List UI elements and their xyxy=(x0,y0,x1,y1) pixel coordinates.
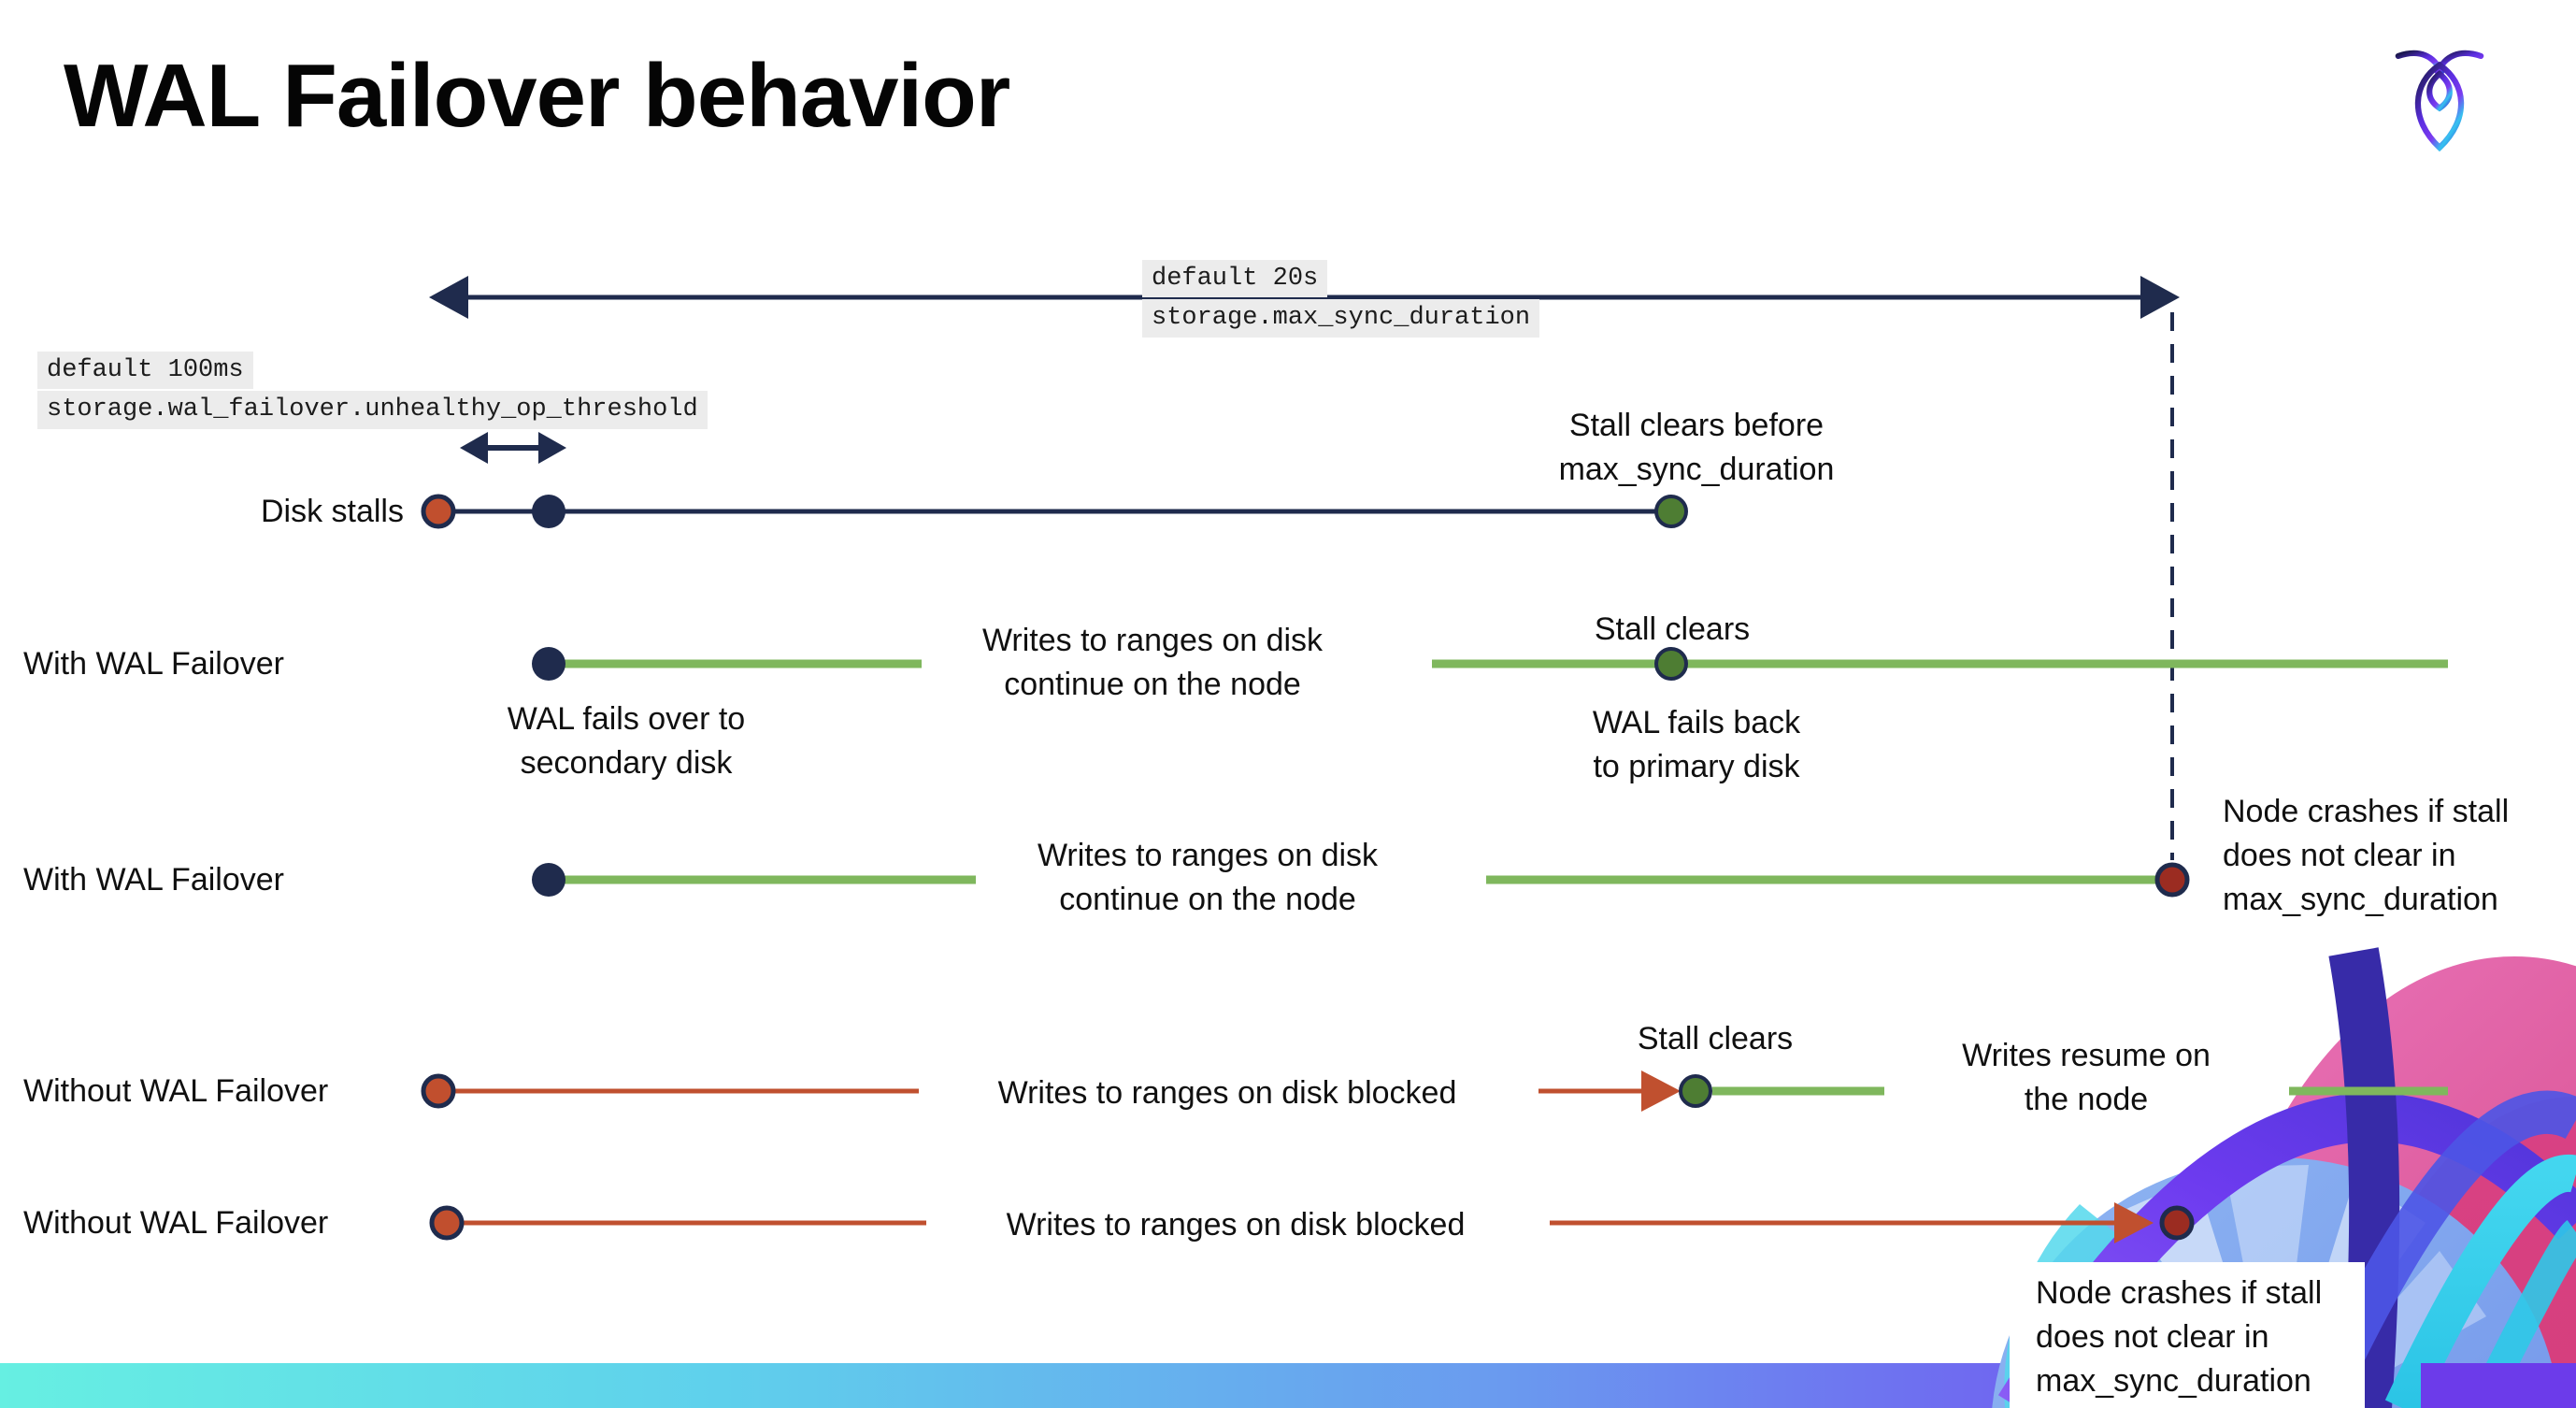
writes-continue-label-1: Writes to ranges on disk continue on the… xyxy=(981,623,1324,702)
row-label-with-wal-failover-1: With WAL Failover xyxy=(23,646,284,682)
stall-clears-label-1: Stall clears xyxy=(1594,611,1751,647)
logo-body xyxy=(2414,61,2465,152)
writes-blocked-label-2: Writes to ranges on disk blocked xyxy=(1006,1207,1466,1243)
failover1-stall-clear-dot xyxy=(1654,647,1688,681)
disk-stall-clear-dot xyxy=(1654,495,1688,528)
max-sync-arrow-right-head xyxy=(2140,276,2180,319)
node-crash-label-2: Node crashes if stall does not clear in … xyxy=(2036,1275,2323,1399)
node-crash-label-1: Node crashes if stall does not clear in … xyxy=(2223,794,2510,917)
row-label-without-wal-failover-2: Without WAL Failover xyxy=(23,1205,329,1241)
art-cyan-arch xyxy=(2384,1154,2576,1408)
nofailover2-arrow-head xyxy=(2114,1202,2154,1243)
stall-clears-before-label: Stall clears before max_sync_duration xyxy=(1558,408,1835,487)
logo-inner-leaf xyxy=(2426,70,2453,112)
threshold-default-label-wrap: default 100ms storage.wal_failover.unhea… xyxy=(37,352,708,429)
failover2-start-dot xyxy=(532,863,565,897)
writes-resume-label: Writes resume on the node xyxy=(1962,1038,2211,1117)
disk-stall-threshold-dot xyxy=(532,495,565,528)
failover1-start-dot xyxy=(532,647,565,681)
nofailover1-arrow-head xyxy=(1641,1070,1681,1112)
nofailover1-stall-clear-dot xyxy=(1679,1074,1712,1108)
threshold-default-label: default 100ms xyxy=(37,352,253,390)
max-sync-default-label-wrap: default 20s storage.max_sync_duration xyxy=(1142,260,1540,338)
nofailover2-crash-dot xyxy=(2159,1205,2195,1241)
disk-stall-start-dot xyxy=(421,494,456,529)
threshold-setting-name: storage.wal_failover.unhealthy_op_thresh… xyxy=(37,391,708,429)
max-sync-arrow-left-head xyxy=(429,276,468,319)
stall-clears-label-2: Stall clears xyxy=(1637,1021,1794,1056)
max-sync-setting-name: storage.max_sync_duration xyxy=(1142,299,1540,338)
row-label-without-wal-failover-1: Without WAL Failover xyxy=(23,1073,329,1109)
art-bar-overlay xyxy=(2421,1363,2576,1408)
wal-fails-over-label: WAL fails over to secondary disk xyxy=(507,701,746,781)
page-title: WAL Failover behavior xyxy=(64,46,1010,146)
crash-label-box: Node crashes if stall does not clear in … xyxy=(2010,1262,2365,1408)
threshold-arrow-right-head xyxy=(538,432,566,464)
nofailover2-start-dot xyxy=(429,1205,465,1241)
art-indigo-stem xyxy=(2328,947,2400,1408)
writes-blocked-label-1: Writes to ranges on disk blocked xyxy=(997,1075,1457,1111)
threshold-arrow-left-head xyxy=(460,432,488,464)
row-label-disk-stalls: Disk stalls xyxy=(260,494,404,529)
writes-continue-label-2: Writes to ranges on disk continue on the… xyxy=(1037,838,1379,917)
row-label-with-wal-failover-2: With WAL Failover xyxy=(23,862,284,898)
nofailover1-start-dot xyxy=(421,1073,456,1109)
wal-fails-back-label: WAL fails back to primary disk xyxy=(1592,705,1801,784)
failover2-crash-dot xyxy=(2154,862,2190,898)
max-sync-default-label: default 20s xyxy=(1142,260,1328,298)
cockroachdb-logo-icon xyxy=(2395,50,2484,152)
